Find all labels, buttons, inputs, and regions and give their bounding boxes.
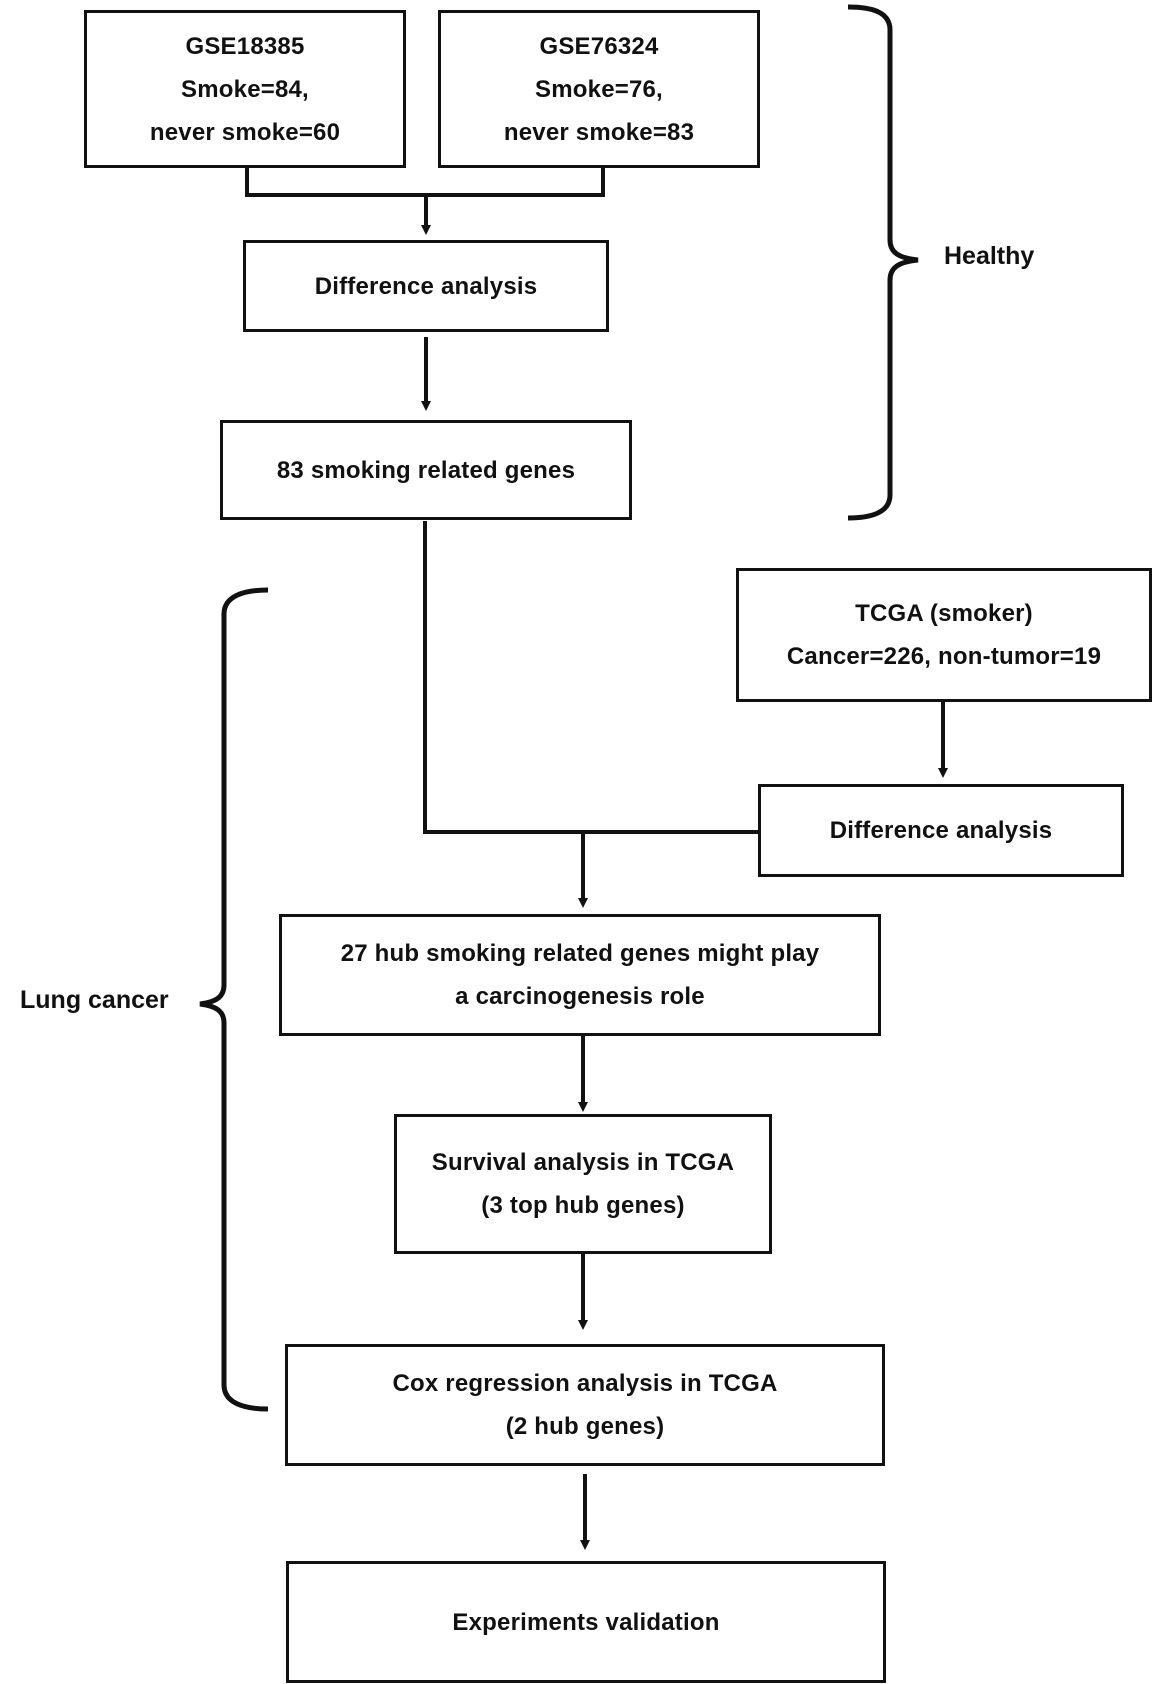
difference-analysis-2-box: Difference analysis <box>758 784 1124 877</box>
difference-analysis-1-label: Difference analysis <box>314 272 538 300</box>
smoking-genes-label: 83 smoking related genes <box>276 456 576 484</box>
merge-connector-gse <box>245 166 605 197</box>
lung-cancer-label: Lung cancer <box>20 986 169 1014</box>
hub-genes-box: 27 hub smoking related genes might play … <box>279 914 881 1036</box>
healthy-brace <box>847 4 919 521</box>
cox-regression-line-1: Cox regression analysis in TCGA <box>392 1370 778 1397</box>
lung-cancer-brace <box>199 587 269 1412</box>
healthy-label: Healthy <box>944 242 1035 270</box>
cox-regression-box: Cox regression analysis in TCGA (2 hub g… <box>285 1344 885 1466</box>
difference-analysis-1-box: Difference analysis <box>243 240 609 332</box>
gse76324-line-2: Smoke=76, <box>535 75 663 103</box>
hub-genes-line-1: 27 hub smoking related genes might play <box>340 940 820 967</box>
gse18385-line-1: GSE18385 <box>185 32 305 60</box>
tcga-smoker-line-1: TCGA (smoker) <box>855 600 1033 627</box>
cox-regression-line-2: (2 hub genes) <box>505 1413 665 1440</box>
survival-analysis-line-2: (3 top hub genes) <box>481 1192 685 1219</box>
survival-analysis-box: Survival analysis in TCGA (3 top hub gen… <box>394 1114 772 1254</box>
connector-genes-to-merge <box>423 521 759 834</box>
smoking-genes-box: 83 smoking related genes <box>220 420 632 520</box>
survival-analysis-line-1: Survival analysis in TCGA <box>431 1149 735 1176</box>
gse18385-line-3: never smoke=60 <box>149 118 341 146</box>
gse76324-line-3: never smoke=83 <box>503 118 695 146</box>
difference-analysis-2-label: Difference analysis <box>829 817 1053 844</box>
hub-genes-line-2: a carcinogenesis role <box>455 983 705 1010</box>
gse76324-line-1: GSE76324 <box>539 32 659 60</box>
tcga-smoker-line-2: Cancer=226, non-tumor=19 <box>786 643 1102 670</box>
experiments-validation-box: Experiments validation <box>286 1561 886 1683</box>
tcga-smoker-box: TCGA (smoker) Cancer=226, non-tumor=19 <box>736 568 1152 702</box>
gse18385-line-2: Smoke=84, <box>181 75 309 103</box>
gse76324-box: GSE76324 Smoke=76, never smoke=83 <box>438 10 760 168</box>
experiments-validation-label: Experiments validation <box>452 1608 720 1636</box>
gse18385-box: GSE18385 Smoke=84, never smoke=60 <box>84 10 406 168</box>
